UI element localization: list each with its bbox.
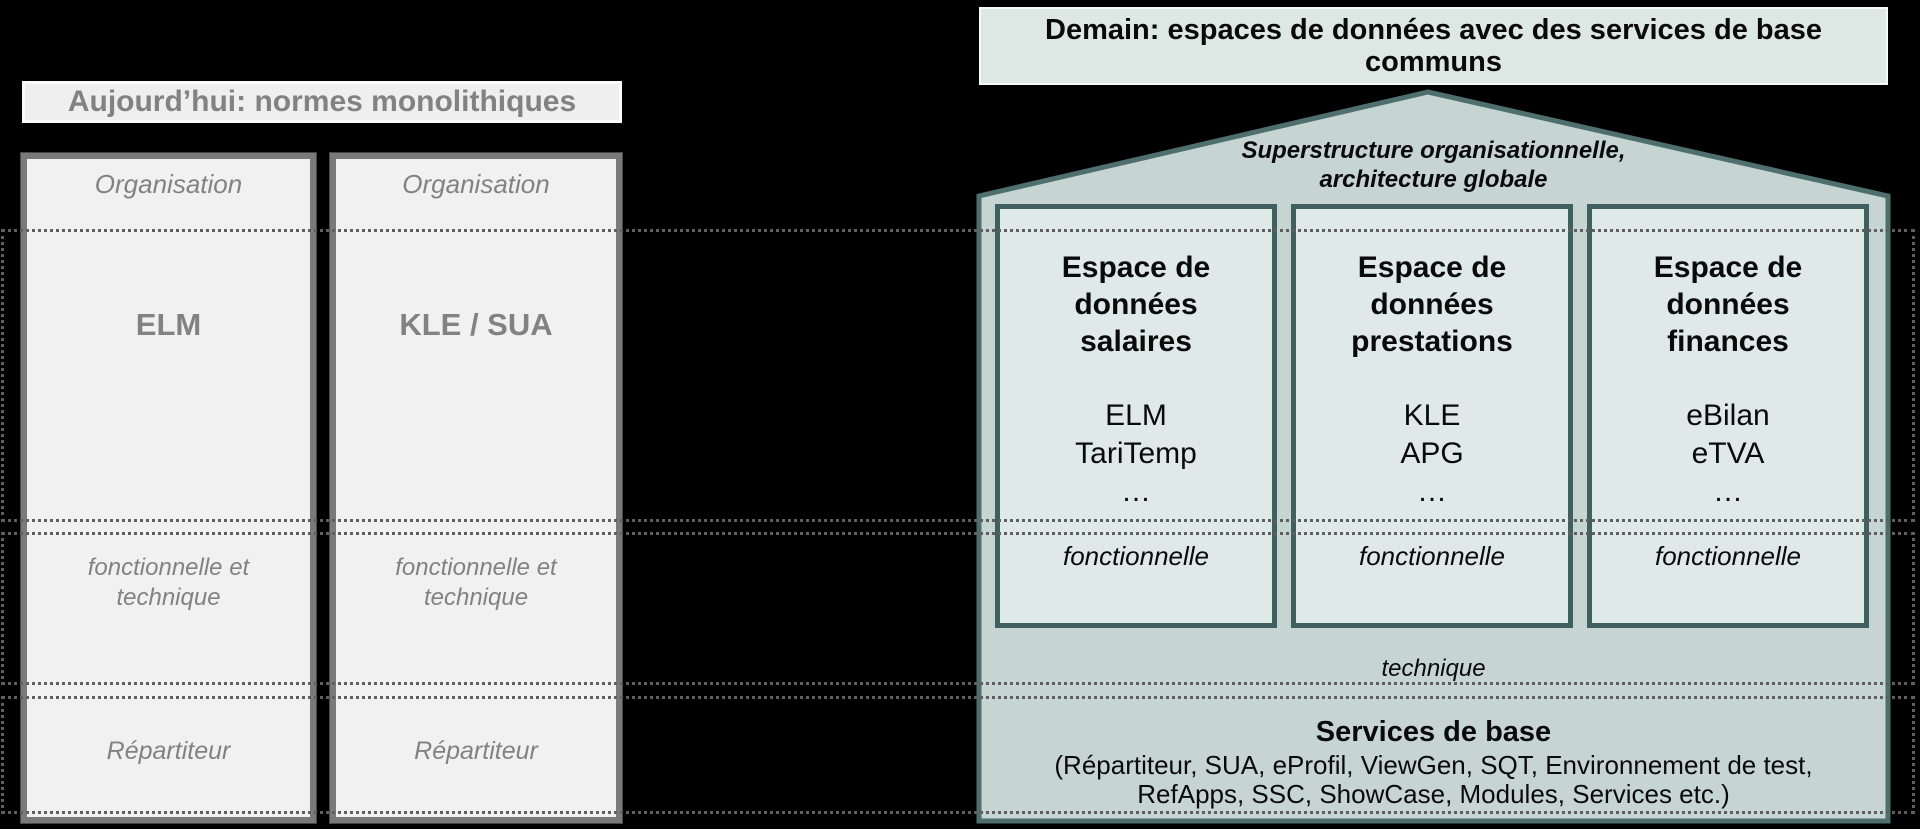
data-space-box-salaires: Espace de données salaires ELM TariTemp … <box>995 204 1277 628</box>
services-list: (Répartiteur, SUA, eProfil, ViewGen, SQT… <box>1054 750 1813 809</box>
space-layer-label: fonctionnelle <box>1359 541 1505 571</box>
space-apps: KLE APG … <box>1400 399 1464 508</box>
system-name: KLE / SUA <box>399 307 553 342</box>
space-title: Espace de données salaires <box>1061 251 1211 358</box>
monolith-column-kle-sua: Organisation KLE / SUA fonctionnelle et … <box>330 153 622 823</box>
services-title: Services de base <box>1315 716 1552 748</box>
today-title: Aujourd’hui: normes monolithiques <box>22 81 622 123</box>
space-layer-label: fonctionnelle <box>1063 541 1209 571</box>
system-name: ELM <box>135 307 202 342</box>
space-apps: ELM TariTemp … <box>1075 399 1197 508</box>
space-layer-label: fonctionnelle <box>1655 541 1801 571</box>
monolith-column-elm: Organisation ELM fonctionnelle et techni… <box>21 153 316 823</box>
repartiteur-label: Répartiteur <box>106 737 231 765</box>
functional-technical-label: fonctionnelle et technique <box>395 554 557 611</box>
organisation-label: Organisation <box>94 169 243 199</box>
space-apps: eBilan eTVA … <box>1686 399 1770 508</box>
space-title: Espace de données finances <box>1653 251 1803 358</box>
technique-label: technique <box>1381 655 1486 682</box>
repartiteur-label: Répartiteur <box>414 737 538 765</box>
space-title: Espace de données prestations <box>1351 251 1513 358</box>
data-space-box-finances: Espace de données finances eBilan eTVA …… <box>1587 204 1869 628</box>
data-space-box-prestations: Espace de données prestations KLE APG … … <box>1291 204 1573 628</box>
superstructure-label: Superstructure organisationnelle, archit… <box>1241 137 1626 193</box>
tomorrow-title: Demain: espaces de données avec des serv… <box>979 7 1888 85</box>
functional-technical-label: fonctionnelle et technique <box>87 554 250 611</box>
organisation-label: Organisation <box>402 169 550 199</box>
